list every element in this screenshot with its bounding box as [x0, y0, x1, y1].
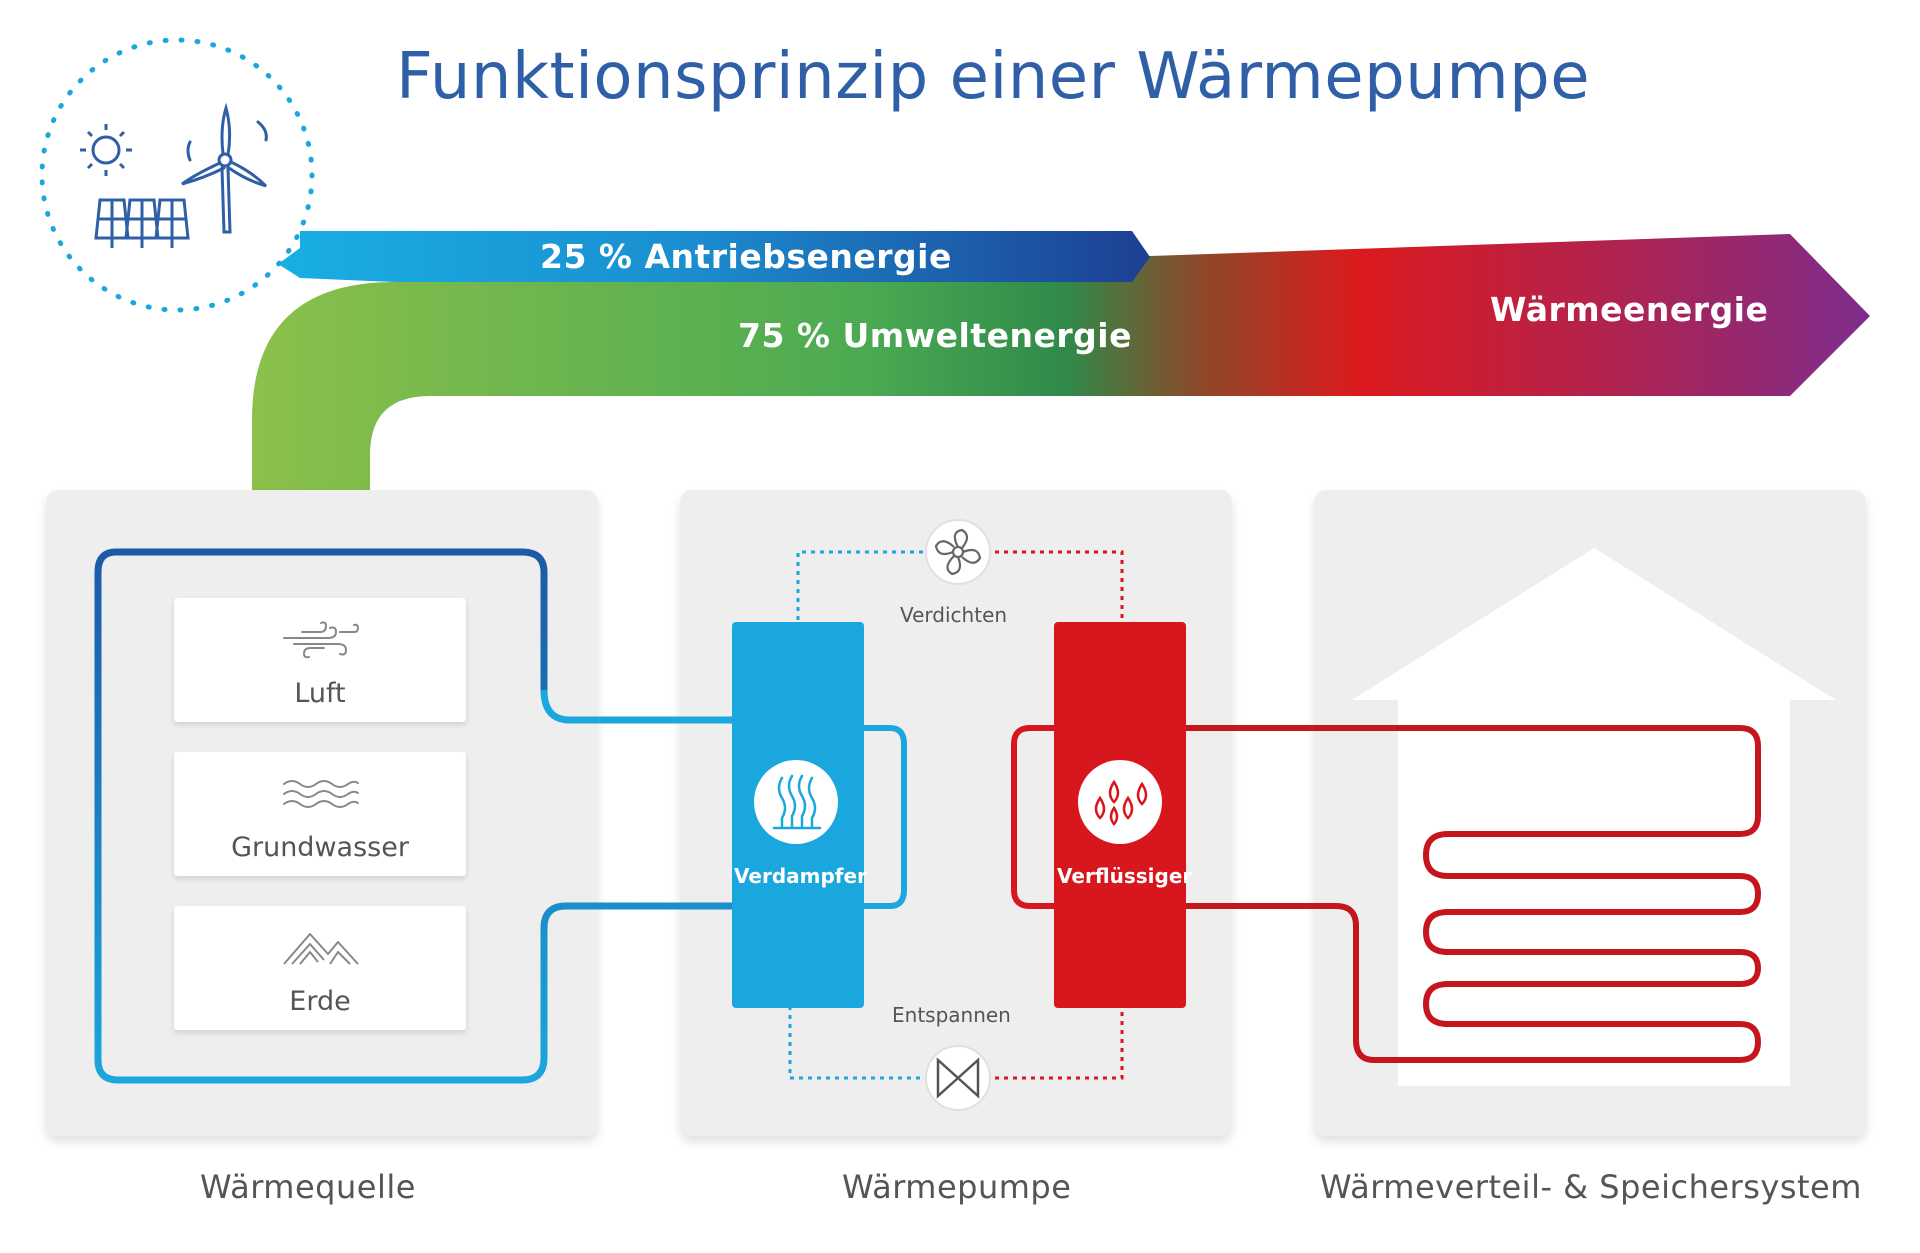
compress-label: Verdichten [900, 603, 1008, 627]
expansion-valve-icon [936, 1057, 980, 1099]
source-card-earth: Erde [174, 906, 466, 1030]
source-card-air: Luft [174, 598, 466, 722]
caption-distribution: Wärmeverteil- & Speichersystem [1320, 1168, 1862, 1206]
heat-energy-label: Wärmeenergie [1490, 290, 1769, 329]
condenser-icon-circle [1078, 760, 1162, 844]
source-label-air: Luft [294, 678, 346, 709]
caption-heat-source: Wärmequelle [200, 1168, 416, 1206]
heat-waves-icon [772, 774, 822, 830]
heating-pipe-overlay [1180, 725, 1762, 1063]
evaporator-label: Verdampfer [734, 864, 867, 888]
solar-panel-icon [94, 198, 190, 248]
compressor-circle [925, 519, 991, 585]
sun-icon [80, 124, 132, 176]
environment-energy-label: 75 % Umweltenergie [738, 316, 1132, 355]
refrigerant-circuit-overlay [788, 550, 1124, 1080]
drive-energy-arrow [278, 231, 1150, 282]
compressor-fan-icon [934, 528, 982, 576]
energy-flow-arrow [252, 234, 1870, 490]
page-title: Funktionsprinzip einer Wärmepumpe [396, 40, 1591, 114]
wind-turbine-icon [181, 102, 268, 234]
wind-icon [283, 621, 360, 659]
water-waves-icon [283, 780, 359, 808]
evaporator-icon-circle [754, 760, 838, 844]
condenser-label: Verflüssiger [1057, 864, 1193, 888]
water-drops-icon [1094, 779, 1148, 826]
source-loop-overlay [94, 548, 740, 1084]
source-label-groundwater: Grundwasser [231, 832, 409, 863]
drive-energy-label: 25 % Antriebsenergie [540, 237, 952, 276]
expand-label: Entspannen [892, 1003, 1011, 1027]
source-card-groundwater: Grundwasser [174, 752, 466, 876]
mountains-icon [283, 933, 359, 965]
caption-heat-pump: Wärmepumpe [842, 1168, 1072, 1206]
source-label-earth: Erde [289, 986, 351, 1017]
renewable-energy-badge [39, 37, 315, 313]
